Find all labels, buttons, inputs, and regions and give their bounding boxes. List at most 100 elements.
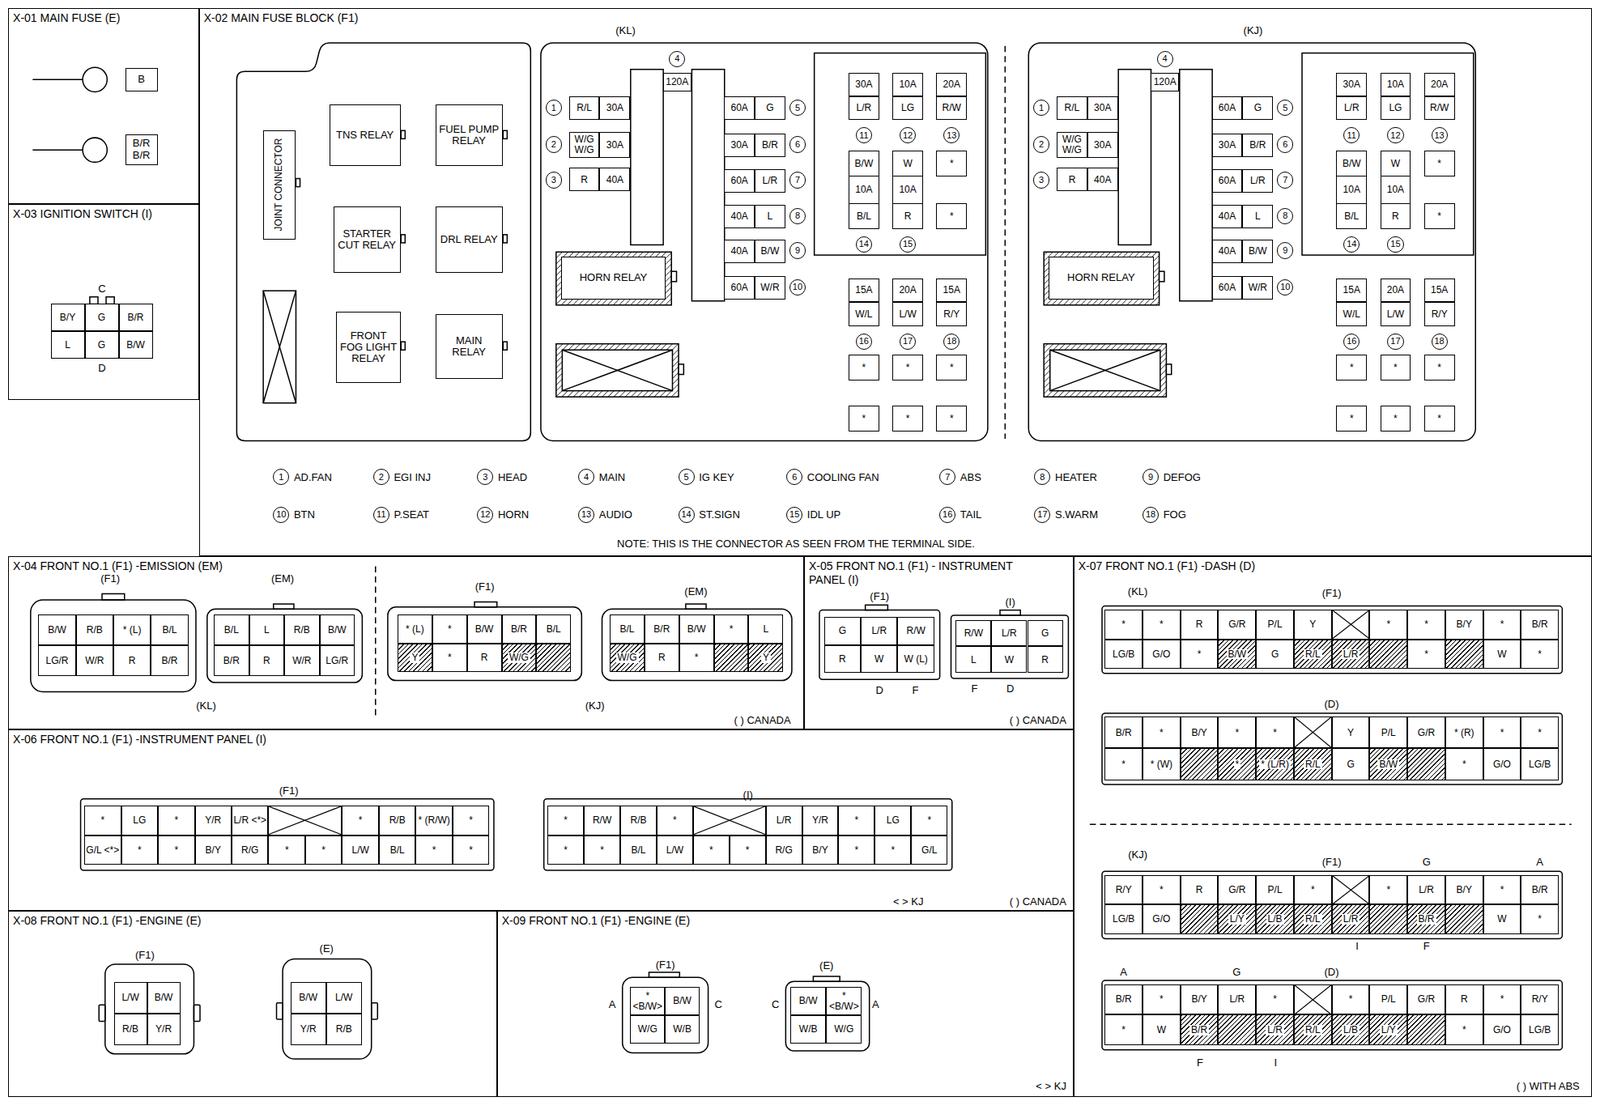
terminal-cell-hatched: R/L <box>1293 904 1332 935</box>
callout-number-text: 3 <box>551 175 557 185</box>
wire-color-code: * <box>468 815 474 826</box>
terminal-cell: L/R <box>991 620 1027 647</box>
callout-number-text: 10 <box>276 510 286 520</box>
terminal-cell: * (L) <box>113 614 151 646</box>
terminal-cell: * <box>1407 609 1446 640</box>
terminal-cell: B/W <box>679 614 715 643</box>
wire-color-code: W <box>1496 914 1507 925</box>
wire-color-code: * <box>672 815 678 826</box>
terminal-cell: B/Y <box>1180 984 1219 1016</box>
wire-color-code: * <box>905 362 911 374</box>
wire-color-code: L <box>1254 211 1262 222</box>
wire-color-code: * <box>1385 885 1392 896</box>
diagram-label: (I) <box>1004 595 1015 608</box>
cross-line <box>1332 610 1370 639</box>
callout-number: 10 <box>789 279 806 296</box>
terminal-cell: R <box>467 643 503 673</box>
terminal-cell: G/O <box>1142 904 1181 935</box>
wire-color-code: Y/R <box>204 815 222 826</box>
terminal-cell-hatched: L/Y <box>1217 904 1256 935</box>
panel-heading: X-07 FRONT NO.1 (F1) -DASH (D) <box>1078 559 1256 574</box>
terminal-cell: B/R <box>1242 133 1273 158</box>
connector-face: 20AL/W <box>892 278 924 327</box>
wire-color-code: W <box>873 654 885 665</box>
diagram-label: S.WARM <box>1055 509 1098 521</box>
joint-connector-box: JOINT CONNECTOR <box>263 130 296 240</box>
terminal-cell: 20A <box>1424 72 1456 97</box>
terminal-cell: L/W <box>656 835 694 866</box>
wire-color-code: B/Y <box>811 845 829 856</box>
terminal-cell: R <box>644 643 680 673</box>
terminal-cell: W <box>991 646 1027 673</box>
wire-color-code: L/R <box>1265 1025 1285 1036</box>
terminal-cell: G/O <box>1483 748 1522 780</box>
terminal-cell: R <box>1056 167 1088 192</box>
bus-bar <box>630 69 664 246</box>
connector-face: ** <box>1380 354 1412 432</box>
callout-number: 3 <box>545 171 562 188</box>
callout-number-text: 4 <box>583 472 589 482</box>
wire-color-code: G/O <box>1151 649 1171 660</box>
cell-gap <box>1336 380 1367 407</box>
panel-frame: X-04 FRONT NO.1 (F1) -EMISSION (EM)B/WR/… <box>8 556 805 730</box>
wire-color-code: * <box>1499 619 1506 630</box>
terminal-cell: G/L <box>910 835 948 866</box>
terminal-cell: L <box>754 204 786 229</box>
cross-line <box>693 806 766 835</box>
connector-face: 30AL/R <box>848 72 880 120</box>
wire-color-code: * <box>173 845 179 856</box>
terminal-cell: * <box>1369 875 1408 906</box>
terminal-cell: * <box>341 805 379 836</box>
wire-color-code: G <box>765 102 775 114</box>
wire-color-code: * <box>1310 885 1316 896</box>
wire-color-code: * <box>1120 619 1127 630</box>
diagram-label: F <box>911 685 919 697</box>
wire-color-code: R/B <box>388 815 407 826</box>
wire-color-code: 60A <box>729 175 749 187</box>
connector-face: 30AL/R <box>1336 72 1367 120</box>
terminal-cell: 30A <box>1336 72 1367 97</box>
fuse-rating: 10A <box>892 176 924 203</box>
terminal-cell: B/R <box>1520 609 1559 640</box>
terminal-cell: R/B <box>378 805 416 836</box>
relay-label: HORN RELAY <box>579 272 648 284</box>
terminal-cell: * <box>1424 203 1456 230</box>
wire-color-code: B/R <box>761 140 779 151</box>
terminal-cell: R <box>824 645 861 674</box>
terminal-cell: G/O <box>1483 1014 1522 1046</box>
wire-color-code: * (L) <box>404 624 426 635</box>
panel-heading: X-08 FRONT NO.1 (F1) -ENGINE (E) <box>12 914 201 928</box>
wire-color-code: L/B <box>1341 1025 1360 1036</box>
wire-color-code: * <box>1423 619 1430 630</box>
callout-number-text: 13 <box>581 510 592 520</box>
wire-color-code: W <box>902 158 913 170</box>
callout-number-text: 12 <box>902 131 913 141</box>
callout-number: 3 <box>476 468 494 486</box>
relay-tab <box>400 234 405 243</box>
wire-color-code: B/R <box>1531 885 1549 896</box>
wire-color-code: W (L) <box>902 654 928 665</box>
terminal-cell: W/G W/G <box>569 131 600 158</box>
terminal-cell: LG <box>874 805 911 836</box>
terminal-cell: B/R <box>1520 875 1559 906</box>
wire-color-code: 40A <box>1217 246 1237 257</box>
diagram-label: IG KEY <box>698 472 734 484</box>
hatched-cavity <box>1407 1014 1446 1046</box>
terminal-cell: * <box>892 405 924 432</box>
terminal-cell: * <box>693 835 730 866</box>
callout-number: 1 <box>545 99 562 116</box>
terminal-cell: 60A <box>723 96 755 120</box>
wire-color-code: R/W <box>941 102 962 114</box>
terminal-cell: B/Y <box>1180 716 1219 749</box>
fuse-block-outline <box>1028 42 1476 441</box>
terminal-cell: B/L <box>378 835 416 866</box>
terminal-cell: * <box>1142 984 1181 1016</box>
diagram-label: F <box>1423 940 1430 953</box>
wire-color-code: * <box>693 652 700 664</box>
callout-number: 2 <box>1033 136 1050 153</box>
relay-tab <box>671 271 677 282</box>
wire-color-code: * <box>1536 727 1543 739</box>
bus-bar <box>1118 69 1151 246</box>
callout-number-text: 17 <box>1390 336 1400 346</box>
terminal-cell: 60A <box>723 276 755 300</box>
